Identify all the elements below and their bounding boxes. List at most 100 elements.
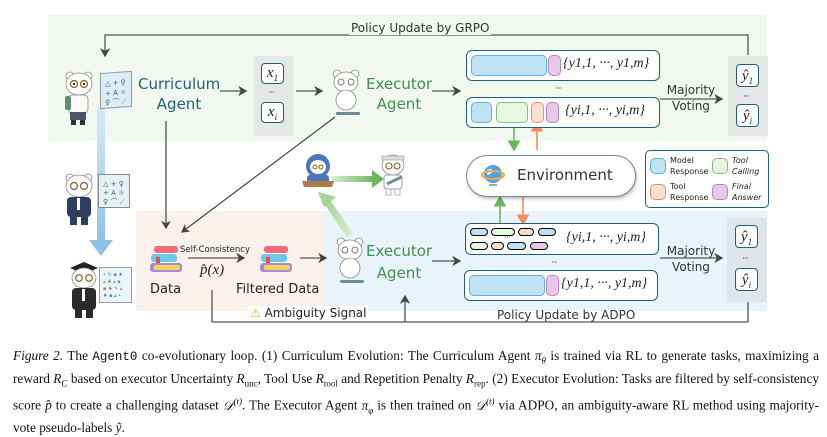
caption-text: . The Executor Agent bbox=[241, 397, 362, 413]
mechanic-bear bbox=[378, 153, 408, 197]
grpo-loop-line bbox=[99, 34, 749, 58]
final-answer-pill bbox=[530, 242, 548, 250]
answer-box-first-bottom: ŷ1 bbox=[735, 225, 758, 248]
svg-text:+ A ☼: + A ☼ bbox=[103, 189, 124, 197]
pi-theta: πθ bbox=[534, 348, 546, 366]
arrow-executor-to-data bbox=[181, 116, 336, 233]
seq-text: {yi,1, ···, yi,m} bbox=[565, 103, 646, 118]
r-tool: R bbox=[315, 370, 324, 386]
answer-ellipsis-bottom: ··· bbox=[742, 254, 749, 264]
curriculum-board: △ + ♀+ A ☼♀ ⌒ ⟋ bbox=[100, 70, 132, 110]
answer-ellipsis-top: ··· bbox=[743, 92, 750, 102]
legend-swatch bbox=[650, 158, 666, 174]
model-response-block bbox=[469, 275, 545, 296]
system-name: Agent0 bbox=[92, 350, 138, 364]
answer-box-last-bottom: ŷi bbox=[735, 268, 758, 291]
score-label: p̂(x) bbox=[200, 262, 225, 278]
majority-voting-bottom-line1: Majority bbox=[666, 244, 716, 258]
svg-text:♀ ⌒ ⟋: ♀ ⌒ ⟋ bbox=[103, 198, 125, 206]
majority-voting-top-line2: Voting bbox=[672, 99, 710, 113]
majority-voting-bottom-line2: Voting bbox=[672, 260, 710, 274]
adpo-label: Policy Update by ADPO bbox=[497, 308, 636, 322]
environment-label: Environment bbox=[517, 166, 613, 184]
curriculum-agent-teacher-bear bbox=[62, 172, 102, 230]
globe-icon bbox=[481, 163, 505, 187]
seq-text: {yi,1, ···, yi,m} bbox=[566, 230, 647, 245]
svg-text:▪ ♠ ✎ ▴: ▪ ♠ ✎ ▴ bbox=[103, 286, 123, 292]
dataset-d-t: 𝒟(t) bbox=[222, 396, 242, 413]
p-hat: p̂ bbox=[45, 397, 52, 413]
environment-node: Environment bbox=[466, 155, 636, 197]
svg-text:+ A ☼: + A ☼ bbox=[105, 88, 126, 97]
caption-text: and Repetition Penalty bbox=[337, 370, 466, 386]
tool-response-pill bbox=[518, 228, 534, 236]
r-unc-sub: unc bbox=[244, 378, 258, 389]
executor-agent-top-label: Executor Agent bbox=[366, 74, 432, 114]
seq-ellipsis-bottom: ··· bbox=[551, 258, 558, 268]
y-tilde: ỹ bbox=[115, 420, 122, 436]
caption-text: . bbox=[121, 420, 125, 436]
curriculum-agent-graduate-bear bbox=[66, 262, 106, 322]
curriculum-agent-student-bear bbox=[62, 70, 102, 128]
svg-text:△ + ♀: △ + ♀ bbox=[103, 180, 124, 188]
legend-swatch bbox=[650, 184, 666, 200]
svg-text:▴ ♣ ▴ ▪: ▴ ♣ ▴ ▪ bbox=[103, 279, 121, 285]
caption-text: is then trained on bbox=[373, 397, 476, 413]
seq-ellipsis-top: ··· bbox=[555, 84, 562, 94]
seq-text: {y1,1, ···, y1,m} bbox=[561, 276, 648, 291]
seq-text: {y1,1, ···, y1,m} bbox=[563, 56, 650, 71]
caption-text: The bbox=[63, 348, 93, 363]
task-ellipsis: ··· bbox=[268, 88, 275, 98]
r-tool-sub: tool bbox=[323, 378, 338, 389]
tool-response-pill bbox=[491, 242, 504, 250]
response-seq-bottom-1: ··· {yi,1, ···, yi,m} bbox=[465, 223, 659, 255]
ambiguity-signal-label: Ambiguity Signal bbox=[264, 306, 367, 320]
caption-text: co-evolutionary loop. (1) Curriculum Evo… bbox=[137, 348, 535, 363]
pill-ellipsis: ··· bbox=[504, 233, 511, 243]
majority-voting-top-line1: Majority bbox=[666, 83, 716, 97]
caption-text: . (2) Executor Evolution: Tasks are filt… bbox=[13, 370, 819, 413]
curriculum-agent-label: Curriculum Agent bbox=[138, 74, 220, 114]
ambiguity-signal-line bbox=[211, 290, 411, 323]
executor-evolution-arrow-head bbox=[372, 170, 384, 188]
svg-text:△ + ♀: △ + ♀ bbox=[105, 78, 126, 87]
response-seq-top-2: {yi,1, ···, yi,m} bbox=[466, 97, 660, 128]
filtered-data-books-icon bbox=[258, 244, 294, 274]
caption-text: to create a challenging dataset bbox=[51, 397, 223, 413]
figure: Policy Update by GRPO △ + ♀+ A ☼♀ ⌒ ⟋ Cu… bbox=[48, 14, 769, 323]
tool-calling-block bbox=[496, 102, 528, 123]
executor-agent-top-line2: Agent bbox=[376, 95, 422, 113]
svg-text:♀ ⌒ ⟋: ♀ ⌒ ⟋ bbox=[105, 97, 127, 106]
response-seq-top-1: {y1,1, ···, y1,m} bbox=[466, 50, 660, 81]
executor-bear-bottom bbox=[334, 236, 368, 286]
data-label: Data bbox=[150, 282, 182, 297]
svg-text:• ✎ ▪ ♦: • ✎ ▪ ♦ bbox=[103, 272, 123, 278]
model-response-pill bbox=[507, 242, 526, 250]
majority-voting-top-label: Majority Voting bbox=[662, 82, 720, 114]
ambiguity-signal: ⚠ Ambiguity Signal bbox=[248, 306, 369, 320]
final-answer-block bbox=[548, 55, 561, 76]
curriculum-agent-label-line2: Agent bbox=[156, 95, 202, 113]
task-box-last: xi bbox=[261, 102, 284, 123]
response-seq-bottom-2: {y1,1, ···, y1,m} bbox=[464, 270, 658, 301]
executor-bear-top bbox=[330, 68, 364, 118]
answer-box-last-top: ŷi bbox=[736, 104, 759, 127]
pi-phi: πφ bbox=[361, 397, 374, 416]
adpo-loop-line bbox=[405, 301, 749, 323]
task-box-first: x1 bbox=[261, 63, 284, 84]
model-response-block bbox=[471, 55, 547, 76]
executor-agent-bottom-line1: Executor bbox=[366, 242, 433, 260]
executor-evolution-arrow-diag-head bbox=[318, 192, 336, 207]
tool-response-block bbox=[531, 102, 544, 123]
r-c: RC bbox=[53, 370, 68, 389]
filtered-data-label: Filtered Data bbox=[236, 282, 320, 297]
hooded-bear-at-desk bbox=[300, 153, 336, 191]
r-rep-sub: rep bbox=[474, 378, 486, 389]
svg-text:♦ ▪ ▴ •: ♦ ▪ ▴ • bbox=[103, 293, 121, 299]
majority-voting-bottom-label: Majority Voting bbox=[662, 243, 720, 275]
tool-calling-pill bbox=[470, 242, 488, 250]
